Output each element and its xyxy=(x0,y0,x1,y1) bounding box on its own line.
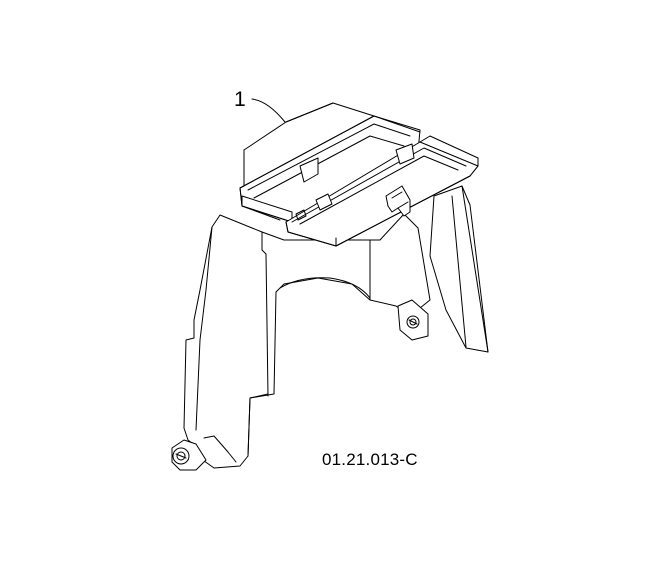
hinge-clip-right-top xyxy=(395,143,415,165)
hinge-clip-mid xyxy=(315,193,333,211)
latch-clip xyxy=(385,185,411,217)
lid-flap-right-edge xyxy=(419,135,479,167)
screw-right xyxy=(406,315,420,329)
callout-number: 1 xyxy=(234,88,246,111)
main-body xyxy=(183,213,431,469)
housing-back-top xyxy=(285,102,334,123)
leg-inner-edge xyxy=(261,231,269,397)
mount-tab-right xyxy=(397,299,429,341)
tray-clip-small xyxy=(295,209,307,221)
lid-flap-rim xyxy=(291,147,467,223)
screw-right-slot xyxy=(408,319,418,325)
leader-line xyxy=(251,98,286,123)
latch-clip-detail xyxy=(391,191,409,209)
leg-bottom-lip xyxy=(203,435,237,463)
part-code-label: 01.21.013-C xyxy=(322,450,418,469)
leg-lower-step xyxy=(247,393,269,457)
screw-right-head xyxy=(409,318,417,326)
arch-opening xyxy=(279,277,371,299)
screw-left xyxy=(172,447,190,465)
screw-left-slot xyxy=(175,453,187,459)
side-panel-inner-edge xyxy=(451,195,467,348)
lid-flap-inner xyxy=(299,155,459,225)
tray-left-edge xyxy=(239,187,243,207)
screw-left-head xyxy=(176,451,186,461)
leg-front-edge xyxy=(195,226,213,431)
tray-rim-outer xyxy=(239,115,421,189)
tray-front-lip xyxy=(241,205,281,221)
side-panel-fold xyxy=(461,185,489,353)
tray-inner-floor xyxy=(253,135,405,199)
hinge-clip-left xyxy=(299,157,319,183)
tray-rim-inner xyxy=(247,123,411,191)
